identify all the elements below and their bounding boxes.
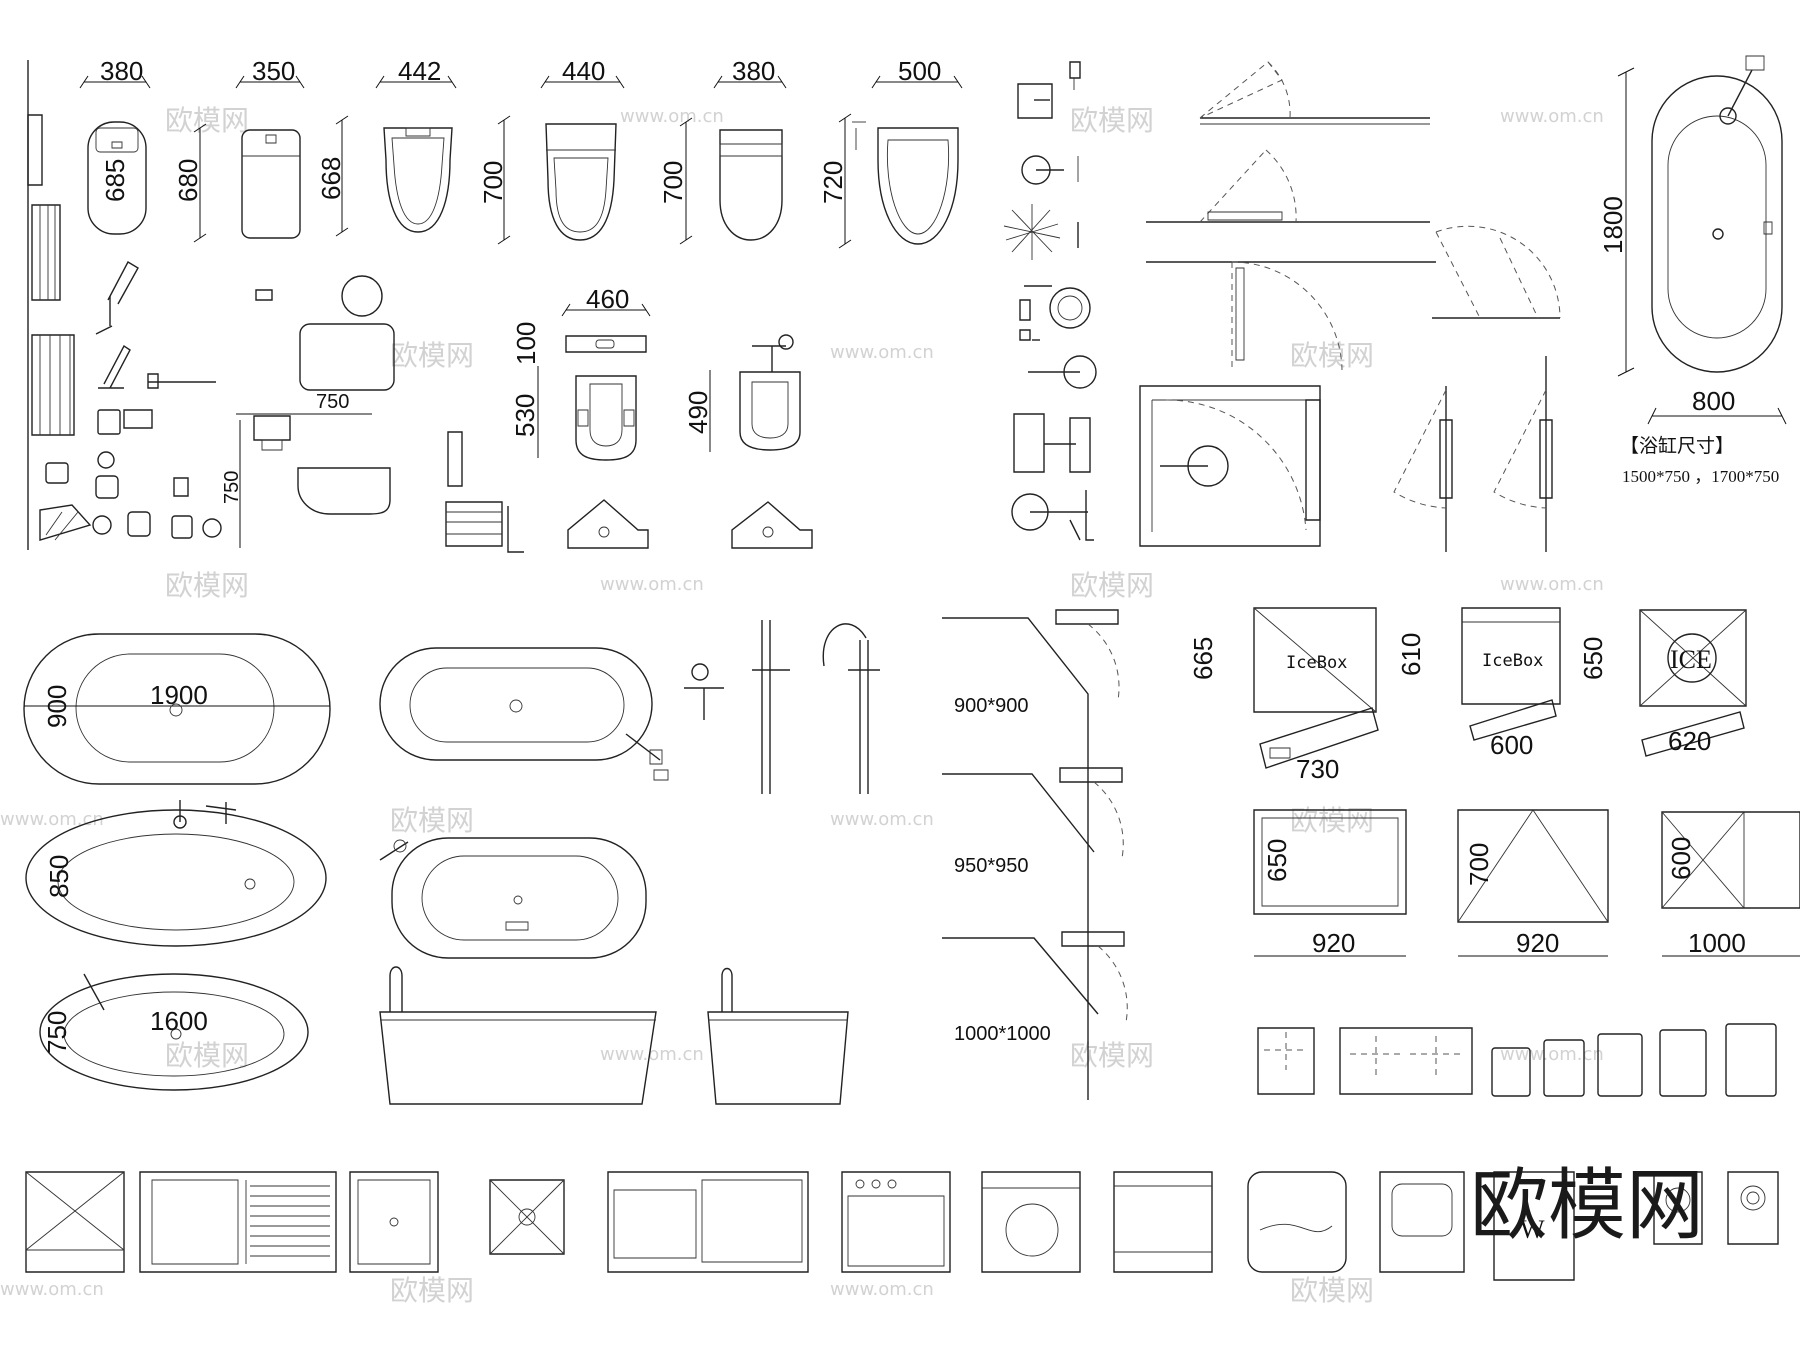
toilet-2-width: 350	[252, 56, 295, 86]
shower-size-3: 1000*1000	[954, 1023, 1051, 1045]
toilet-group: 380 685 350 680 442 668	[80, 56, 962, 248]
appliance-row: W	[26, 1172, 1778, 1280]
watermark-brand: 欧模网	[1290, 804, 1374, 837]
fridge-3-width: 620	[1668, 726, 1711, 756]
fridge-1-label: IceBox	[1286, 653, 1347, 673]
bathtub-sizes: 1500*750 ，1700*750	[1622, 467, 1779, 486]
cabinet-group: 650 920 700 920 600 1000	[1254, 810, 1800, 958]
watermark-url: www.om.cn	[600, 1044, 704, 1065]
tub-3-width: 750	[42, 1011, 72, 1054]
washer-mark: W	[1520, 1215, 1545, 1244]
watermark-brand: 欧模网	[165, 1039, 249, 1072]
shower-enclosure-group: 900*900 950*950 1000*1000	[942, 610, 1127, 1100]
rect-tub-group	[380, 620, 880, 1104]
toilet-6-width: 500	[898, 56, 941, 86]
oval-tub-group: 1900 900 850 1600 750	[24, 634, 330, 1090]
toilet-4-depth: 700	[478, 161, 508, 204]
cabinet-1-width: 920	[1312, 928, 1355, 958]
watermark-brand: 欧模网	[1290, 339, 1374, 372]
shower-door-group	[1140, 62, 1560, 552]
toilet-5-depth: 700	[658, 161, 688, 204]
watermark-url: www.om.cn	[830, 1279, 934, 1300]
watermark-brand: 欧模网	[1070, 569, 1154, 602]
watermark-url: www.om.cn	[1500, 574, 1604, 595]
cooktop-group	[1258, 1024, 1776, 1096]
fridge-3-label: ICE	[1670, 645, 1712, 674]
watermark-url: www.om.cn	[1500, 106, 1604, 127]
watermark-brand: 欧模网	[165, 104, 249, 137]
watermark-layer: 欧模网 www.om.cn 欧模网 www.om.cn 欧模网 www.om.c…	[0, 104, 1604, 1307]
tub-1-width: 900	[42, 685, 72, 728]
bathtub-height: 1800	[1598, 196, 1628, 254]
fridge-1-height: 665	[1188, 637, 1218, 680]
wall-hung-toilet-group: 750 750	[93, 262, 524, 552]
watermark-brand: 欧模网	[165, 569, 249, 602]
watermark-brand: 欧模网	[390, 804, 474, 837]
main-bathtub: 1800 800 【浴缸尺寸】 1500*750 ，1700*750	[1598, 56, 1786, 486]
bathtub-caption: 【浴缸尺寸】	[1620, 435, 1734, 457]
toilet-4-width: 440	[562, 56, 605, 86]
watermark-url: www.om.cn	[0, 809, 104, 830]
watermark-url: www.om.cn	[830, 809, 934, 830]
fridge-2-width: 600	[1490, 730, 1533, 760]
tub-2-width: 850	[44, 855, 74, 898]
squat-width: 460	[586, 284, 629, 314]
shower-fixture-group	[1004, 62, 1096, 540]
cabinet-3-height: 600	[1666, 837, 1696, 880]
tub-3-length: 1600	[150, 1006, 208, 1036]
fridge-2-height: 610	[1396, 633, 1426, 676]
watermark-url: www.om.cn	[830, 342, 934, 363]
fridge-1-width: 730	[1296, 754, 1339, 784]
watermark-url: www.om.cn	[600, 574, 704, 595]
fridge-group: IceBox 665 730 IceBox 610 600 ICE 650 62…	[1188, 608, 1746, 784]
toilet-1-depth: 685	[100, 159, 130, 202]
cabinet-2-height: 700	[1464, 843, 1494, 886]
squat-toilet-group: 460 100 530 490	[510, 284, 812, 548]
watermark-brand: 欧模网	[390, 1274, 474, 1307]
watermark-url: www.om.cn	[0, 1279, 104, 1300]
watermark-url: www.om.cn	[1500, 1044, 1604, 1065]
shower-size-2: 950*950	[954, 855, 1029, 877]
fridge-3-height: 650	[1578, 637, 1608, 680]
toilet-3-width: 442	[398, 56, 441, 86]
fridge-2-label: IceBox	[1482, 651, 1543, 671]
toilet-3-depth: 668	[316, 157, 346, 200]
bathtub-width: 800	[1692, 386, 1735, 416]
watermark-brand: 欧模网	[1070, 1039, 1154, 1072]
shower-size-1: 900*900	[954, 695, 1029, 717]
watermark-brand: 欧模网	[1070, 104, 1154, 137]
watermark-url: www.om.cn	[620, 106, 724, 127]
cabinet-3-width: 1000	[1688, 928, 1746, 958]
toilet-1-width: 380	[100, 56, 143, 86]
squat-depth-1: 530	[510, 394, 540, 437]
toilet-2-depth: 680	[173, 159, 203, 202]
toilet-5-width: 380	[732, 56, 775, 86]
watermark-brand: 欧模网	[390, 339, 474, 372]
tub-1-length: 1900	[150, 680, 208, 710]
left-edge-accessories	[28, 60, 90, 550]
toilet-6-depth: 720	[818, 161, 848, 204]
cabinet-2-width: 920	[1516, 928, 1559, 958]
cabinet-1-height: 650	[1262, 839, 1292, 882]
brand-watermark-large: 欧模网	[1470, 1161, 1704, 1251]
wall-hung-width: 750	[316, 391, 349, 413]
squat-depth-2: 490	[683, 391, 713, 434]
watermark-brand: 欧模网	[1290, 1274, 1374, 1307]
squat-thickness: 100	[511, 322, 541, 365]
wall-hung-height: 750	[221, 471, 243, 504]
